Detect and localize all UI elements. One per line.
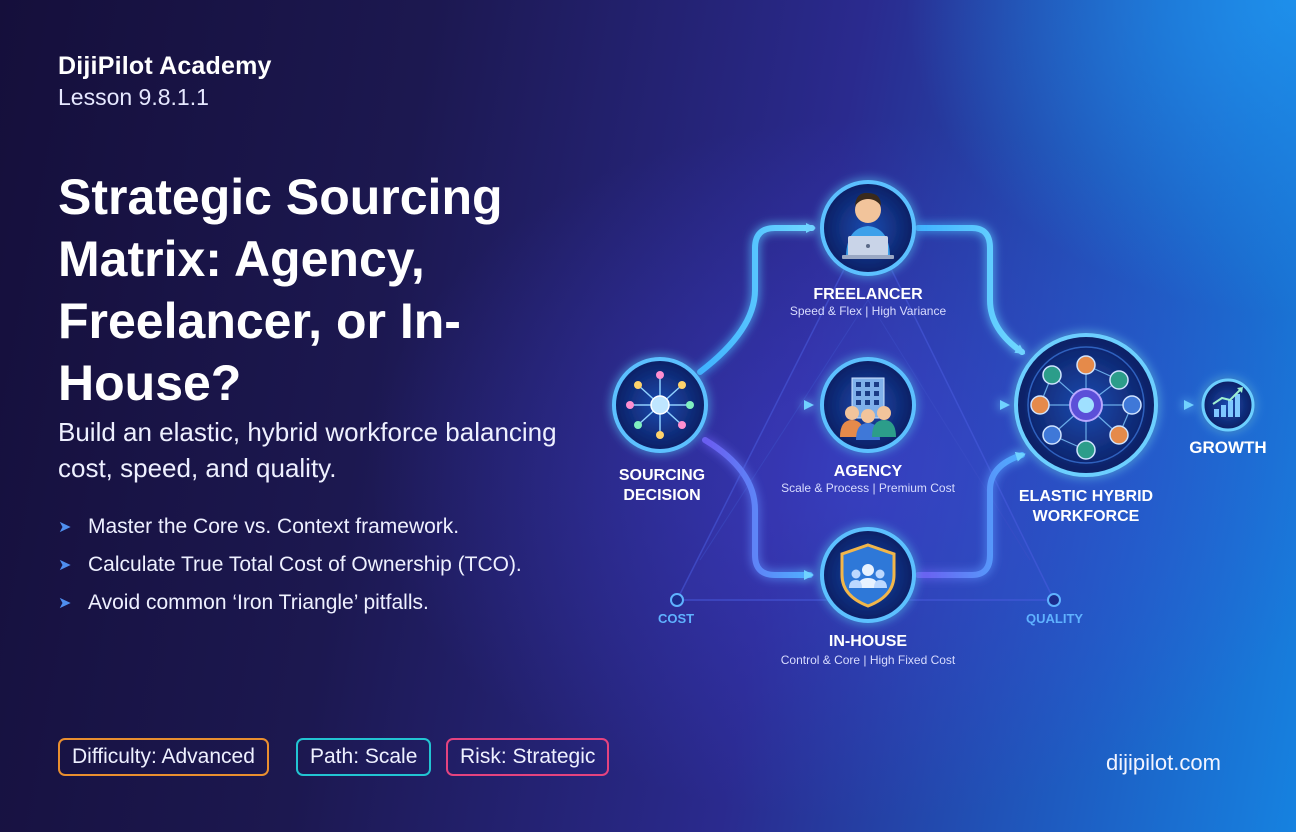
connector-to-inhouse [702,437,814,580]
website-link[interactable]: dijipilot.com [1106,750,1221,775]
agency-label: AGENCY [834,463,903,480]
quality-axis-label: QUALITY [1026,611,1083,626]
freelancer-node[interactable] [820,180,916,276]
person-laptop-icon [842,192,894,259]
flow-connectors [697,223,1194,580]
path-badge: Path: Scale [296,738,432,776]
hybrid-label-line1: ELASTIC HYBRID [1019,488,1153,505]
network-hub-icon [626,371,694,439]
agency-node[interactable] [820,357,916,453]
cost-axis-label: COST [658,611,694,626]
shield-team-icon [840,543,896,608]
arrow-right-icon: ➤ [58,595,72,612]
cost-point [670,593,684,607]
bullet-list: ➤Master the Core vs. Context framework. … [58,508,522,622]
arrow-right-icon: ➤ [58,557,72,574]
bullet-text: Avoid common ‘Iron Triangle’ pitfalls. [88,591,429,614]
network-people-icon [1030,355,1142,460]
quality-point [1047,593,1061,607]
risk-badge: Risk: Strategic [446,738,610,776]
inhouse-label: IN-HOUSE [829,633,908,650]
freelancer-label: FREELANCER [813,286,923,303]
building-team-icon [840,377,896,440]
growth-chart-icon [1212,387,1243,417]
bullet-item: ➤ Calculate True Total Cost of Ownership … [58,546,522,584]
bullet-item: ➤ Master the Core vs. Context framework. [58,508,522,546]
sourcing-label-line2: DECISION [623,487,700,504]
connector-to-freelancer [697,223,816,375]
lesson-number: Lesson 9.8.1.1 [58,84,209,110]
hybrid-workforce-node[interactable] [1014,333,1158,477]
hybrid-label-line2: WORKFORCE [1033,508,1140,525]
freelancer-description: Speed & Flex | High Variance [790,304,947,318]
connector-inhouse-to-hybrid [915,452,1026,578]
inhouse-node[interactable] [820,527,916,623]
page-title: Strategic Sourcing Matrix: Agency, Freel… [58,169,503,411]
growth-label: GROWTH [1189,438,1266,457]
brand-name: DijiPilot Academy [58,52,272,80]
bullet-text: Master the Core vs. Context framework. [88,515,460,538]
agency-description: Scale & Process | Premium Cost [781,481,956,495]
sourcing-decision-node[interactable] [612,357,708,453]
difficulty-badge: Difficulty: Advanced [58,738,269,776]
connector-freelancer-to-hybrid [915,225,1026,355]
bullet-text: Calculate True Total Cost of Ownership (… [88,553,522,576]
sourcing-label-line1: SOURCING [619,467,705,484]
page-subtitle: Build an elastic, hybrid workforce balan… [58,417,557,483]
arrow-right-icon: ➤ [58,519,72,536]
inhouse-description: Control & Core | High Fixed Cost [781,653,956,667]
bullet-item: ➤ Avoid common ‘Iron Triangle’ pitfalls. [58,584,522,622]
growth-node[interactable] [1201,378,1255,432]
